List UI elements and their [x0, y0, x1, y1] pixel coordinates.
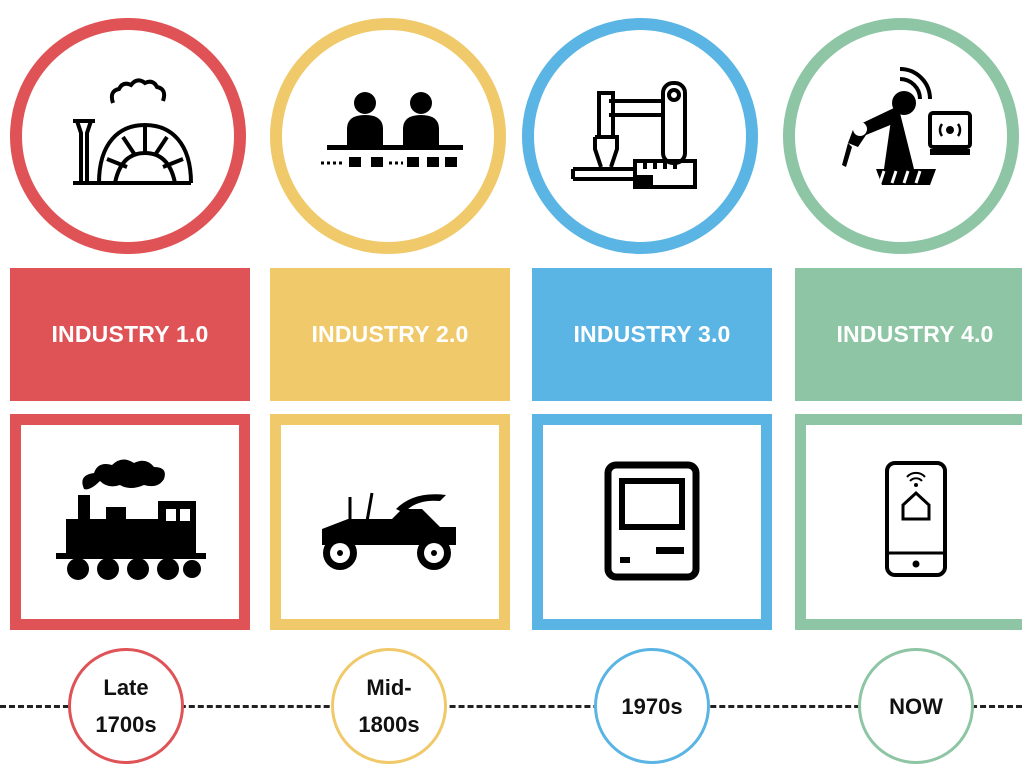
stage-4-era-badge: NOW: [858, 648, 974, 764]
stage-4-title: INDUSTRY 4.0: [795, 268, 1022, 401]
stage-3-icon-ring: [522, 18, 758, 254]
timeline-dashed-line: [0, 705, 1022, 708]
factory-steam-engine-icon: [73, 78, 193, 185]
stage-2-title: INDUSTRY 2.0: [270, 268, 510, 401]
smart-home-phone-icon: [885, 461, 947, 577]
stage-2-era-text: Mid- 1800s: [358, 675, 420, 737]
stage-1-icon-ring: [10, 18, 246, 254]
stage-3-era-text: 1970s: [621, 693, 683, 719]
stage-2-example-frame: [270, 414, 510, 630]
robotic-arm-icon: [571, 81, 697, 189]
stage-4-icon-ring: [783, 18, 1019, 254]
stage-2-icon-ring: [270, 18, 506, 254]
smart-connected-robot-icon: [842, 67, 972, 185]
vintage-car-icon: [322, 492, 456, 570]
stage-3-title: INDUSTRY 3.0: [532, 268, 772, 401]
steam-locomotive-icon: [56, 459, 206, 580]
stage-1-example-frame: [10, 414, 250, 630]
stage-2-era-badge: Mid- 1800s: [331, 648, 447, 764]
stage-4-era-text: NOW: [889, 693, 943, 719]
stage-industry-3: INDUSTRY 3.0 1970s: [522, 0, 772, 764]
stage-3-era-badge: 1970s: [594, 648, 710, 764]
stage-3-example-frame: [532, 414, 772, 630]
stage-1-era-text: Late 1700s: [95, 675, 157, 737]
stage-industry-4: INDUSTRY 4.0 NOW: [783, 0, 1022, 764]
stage-4-example-frame: [795, 414, 1022, 630]
stage-industry-2: INDUSTRY 2.0 Mid- 1800s: [270, 0, 510, 764]
desktop-computer-icon: [604, 461, 700, 581]
stage-industry-1: INDUSTRY 1.0 Late 1700s: [10, 0, 250, 764]
stage-1-era-badge: Late 1700s: [68, 648, 184, 764]
assembly-line-workers-icon: [321, 92, 463, 167]
stage-1-title: INDUSTRY 1.0: [10, 268, 250, 401]
